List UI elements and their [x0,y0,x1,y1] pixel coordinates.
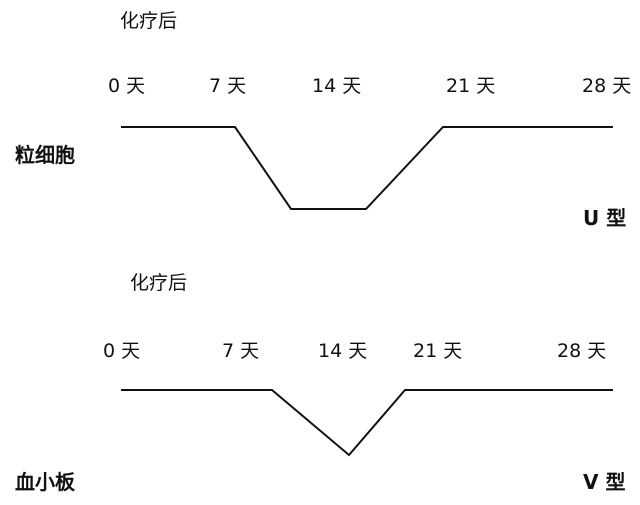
panel-title: 化疗后 [130,272,188,294]
day-label-0: 0 天 [103,340,141,362]
day-label-0: 0 天 [108,75,146,97]
day-label-28: 28 天 [582,75,632,97]
platelet-v-curve [121,389,613,457]
cell-label: 粒细胞 [15,143,75,167]
day-label-28: 28 天 [557,340,607,362]
pattern-label: U 型 [583,206,627,230]
day-label-7: 7 天 [222,340,260,362]
day-label-14: 14 天 [318,340,368,362]
day-label-14: 14 天 [312,75,362,97]
day-label-7: 7 天 [209,75,247,97]
day-label-21: 21 天 [446,75,496,97]
day-label-21: 21 天 [413,340,463,362]
cell-label: 血小板 [15,470,75,494]
granulocyte-u-curve [121,126,613,210]
pattern-label: V 型 [583,470,626,494]
panel-title: 化疗后 [120,10,178,32]
